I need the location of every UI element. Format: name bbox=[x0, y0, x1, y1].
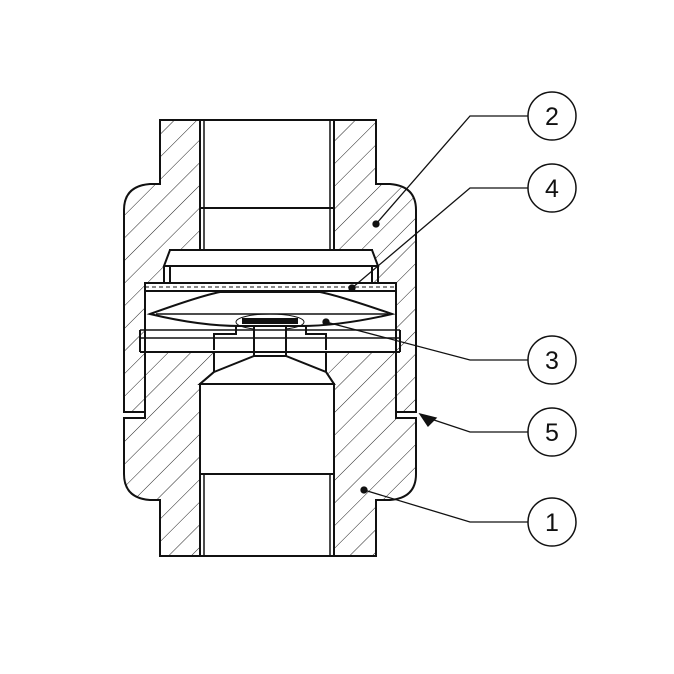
callout-1-label: 1 bbox=[545, 509, 559, 537]
callout-3-label: 3 bbox=[545, 347, 559, 375]
leader-2 bbox=[375, 115, 528, 225]
lower-body-left-wall bbox=[123, 351, 215, 557]
callout-1: 1 bbox=[527, 497, 577, 547]
leader-5 bbox=[427, 417, 528, 433]
callout-4-label: 4 bbox=[545, 175, 559, 203]
seal-ring bbox=[144, 282, 397, 292]
leader-4 bbox=[351, 187, 528, 289]
disc-plate bbox=[146, 291, 396, 327]
callout-5-label: 5 bbox=[545, 419, 559, 447]
lower-thread-bore bbox=[199, 383, 335, 557]
callout-2: 2 bbox=[527, 91, 577, 141]
callout-4: 4 bbox=[527, 163, 577, 213]
upper-thread-bore bbox=[199, 119, 335, 251]
leader-lines bbox=[322, 115, 528, 523]
valve-disc bbox=[139, 291, 401, 357]
leader-1 bbox=[363, 489, 528, 523]
lower-body bbox=[123, 351, 417, 557]
callout-2-label: 2 bbox=[545, 103, 559, 131]
leader-3 bbox=[325, 321, 528, 361]
callout-3: 3 bbox=[527, 335, 577, 385]
callout-5: 5 bbox=[527, 407, 577, 457]
